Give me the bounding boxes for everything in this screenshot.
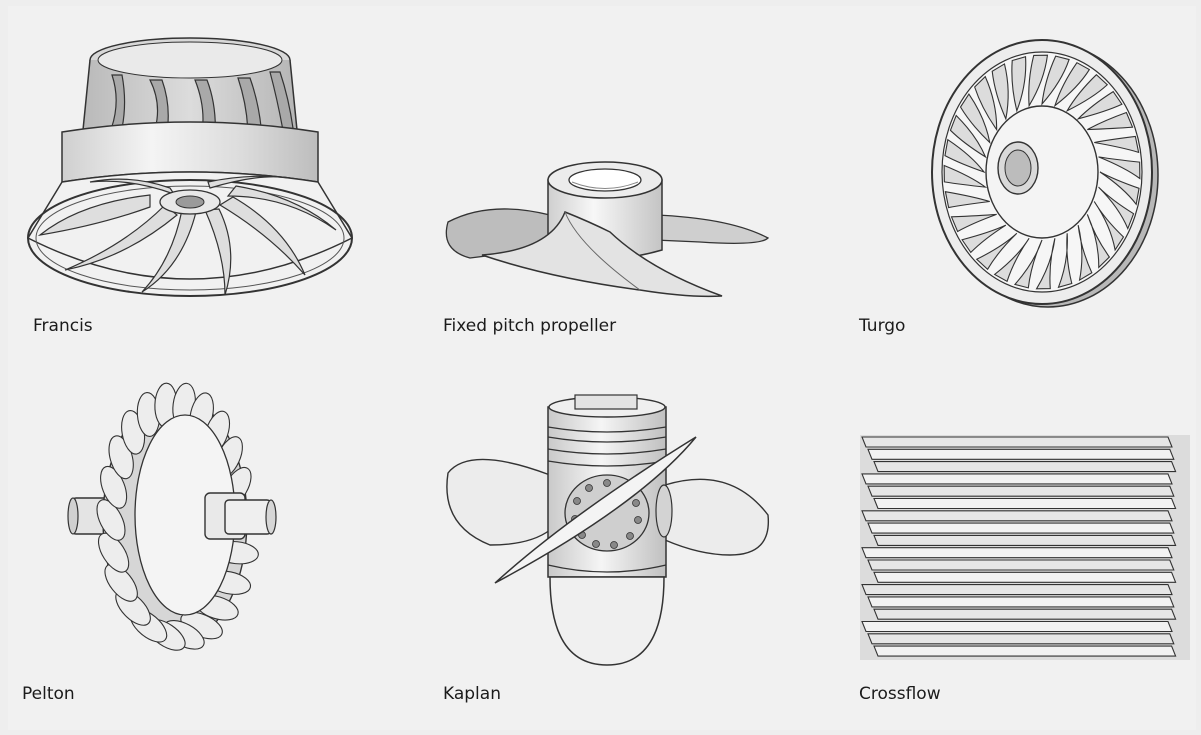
crossflow-blade xyxy=(868,523,1174,533)
crossflow-blade xyxy=(874,572,1176,582)
crossflow-blade xyxy=(862,622,1172,632)
crossflow-blade xyxy=(868,597,1174,607)
crossflow-blade xyxy=(874,499,1176,509)
turgo-label: Turgo xyxy=(859,316,905,336)
crossflow-blade xyxy=(874,462,1176,472)
crossflow-runner-drawing xyxy=(800,365,1201,735)
kaplan-label: Kaplan xyxy=(443,684,501,704)
kaplan-runner-drawing xyxy=(400,365,800,735)
crossflow-turbine: Crossflow xyxy=(800,365,1201,735)
crossflow-blade xyxy=(862,548,1172,558)
francis-runner-drawing xyxy=(0,0,400,345)
crossflow-blade xyxy=(868,449,1174,459)
fixed-pitch-propeller: Fixed pitch propeller xyxy=(400,0,800,345)
crossflow-blade xyxy=(868,486,1174,496)
pelton-turbine: Pelton xyxy=(0,365,400,735)
francis-turbine: Francis xyxy=(0,0,400,345)
francis-label: Francis xyxy=(33,316,93,336)
turgo-runner-drawing xyxy=(800,0,1201,345)
crossflow-blade xyxy=(862,511,1172,521)
crossflow-blade xyxy=(874,609,1176,619)
pelton-label: Pelton xyxy=(22,684,75,704)
propeller-drawing xyxy=(400,0,800,345)
fixed-pitch-propeller-label: Fixed pitch propeller xyxy=(443,316,616,336)
crossflow-blade xyxy=(862,437,1172,447)
turgo-turbine: Turgo xyxy=(800,0,1201,345)
crossflow-label: Crossflow xyxy=(859,684,941,704)
crossflow-blade xyxy=(868,634,1174,644)
pelton-wheel-drawing xyxy=(0,365,400,735)
crossflow-blade xyxy=(868,560,1174,570)
crossflow-blade xyxy=(874,535,1176,545)
crossflow-blade xyxy=(862,474,1172,484)
kaplan-turbine: Kaplan xyxy=(400,365,800,735)
crossflow-blade xyxy=(862,585,1172,595)
crossflow-blade xyxy=(874,646,1176,656)
